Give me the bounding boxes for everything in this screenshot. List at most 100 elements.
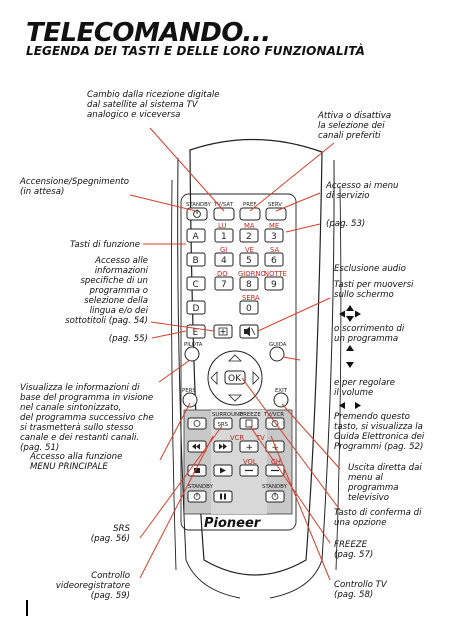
nav-left-icon — [210, 371, 218, 385]
caption-pag53: (pag. 53) — [326, 219, 366, 229]
svg-text:SRS: SRS — [218, 422, 229, 428]
pers-button[interactable] — [182, 392, 198, 408]
digit-6[interactable] — [264, 252, 284, 267]
serv-button[interactable] — [265, 207, 287, 221]
label-pers: PERS — [182, 388, 196, 394]
svg-text:1: 1 — [221, 232, 227, 242]
svg-text:5: 5 — [246, 256, 252, 266]
svg-text:E: E — [193, 328, 199, 338]
digit-caption-notte: NOTTE — [264, 270, 287, 278]
svg-text:7: 7 — [221, 280, 227, 290]
svg-text:OK: OK — [228, 374, 242, 384]
arrow-down-icon — [346, 316, 354, 322]
function-key-b[interactable] — [186, 252, 206, 267]
function-key-a[interactable] — [186, 228, 206, 243]
digit-0[interactable] — [239, 300, 259, 315]
svg-text:C: C — [193, 280, 199, 290]
label-tvsat: TV/SAT — [213, 202, 234, 208]
pilota-button[interactable] — [184, 346, 200, 362]
digit-caption-me: ME — [269, 222, 279, 230]
caption-freeze: FREEZE(pag. 57) — [334, 540, 374, 560]
digit-2[interactable] — [239, 228, 259, 243]
vcr-aux-button[interactable] — [187, 417, 207, 430]
function-key-c[interactable] — [186, 276, 206, 291]
svg-text:D: D — [193, 304, 200, 314]
digit-9[interactable] — [264, 276, 284, 291]
label-pilota: PILOTA — [184, 342, 203, 348]
function-key-d[interactable] — [186, 300, 206, 315]
digit-caption-do: DO — [217, 270, 228, 278]
nav-right-icon — [252, 371, 260, 385]
label-ch: CH — [271, 458, 281, 466]
label-vcr: VCR — [230, 434, 244, 442]
exit-button[interactable] — [273, 392, 289, 408]
page-marker — [26, 600, 28, 616]
digit-caption-sa: SA — [270, 246, 279, 254]
arrow-down-icon — [346, 362, 354, 368]
caption-tv: Controllo TV(pag. 58) — [334, 580, 387, 600]
label-standby-vcr: STANDBY — [188, 484, 214, 490]
label-guida: GUIDA — [269, 342, 287, 348]
digit-3[interactable] — [264, 228, 284, 243]
svg-text:0: 0 — [246, 304, 252, 314]
vol-up-button[interactable] — [239, 440, 259, 453]
digit-1[interactable] — [214, 228, 234, 243]
ok-button[interactable] — [224, 370, 246, 385]
tvsat-button[interactable] — [213, 207, 235, 221]
srs-button[interactable] — [213, 417, 233, 430]
caption-standby: Accensione/Spegnimento(in attesa) — [20, 177, 130, 197]
svg-text:A: A — [193, 232, 200, 242]
page-title: TELECOMANDO... — [26, 18, 271, 48]
label-surround: SURROUND — [212, 412, 243, 418]
svg-text:9: 9 — [271, 280, 277, 290]
digit-4[interactable] — [214, 252, 234, 267]
digit-caption-gi: GI — [220, 246, 227, 254]
arrow-right-icon — [355, 402, 361, 409]
tvvcr-button[interactable] — [265, 417, 285, 430]
digit-keypad: 1 2 3 4 5 6 7 8 9 0 — [214, 228, 284, 315]
pref-button[interactable] — [239, 207, 261, 221]
brand-logo: Pioneer — [204, 516, 262, 531]
svg-text:8: 8 — [246, 280, 252, 290]
digit-8[interactable] — [239, 276, 259, 291]
nav-up-icon — [228, 354, 242, 362]
arrow-right-icon — [355, 310, 361, 318]
function-keys: A B C D E — [186, 228, 206, 339]
arrow-icons — [339, 305, 361, 409]
digit-5[interactable] — [239, 252, 259, 267]
digit-7[interactable] — [214, 276, 234, 291]
svg-text:2: 2 — [246, 232, 252, 242]
digit-caption-sera: SERA — [242, 294, 260, 302]
page-subtitle: LEGENDA DEI TASTI E DELLE LORO FUNZIONAL… — [26, 44, 366, 58]
svg-text:3: 3 — [271, 232, 277, 242]
arrow-left-icon — [339, 310, 345, 318]
digit-caption-ve: VE — [245, 246, 254, 254]
label-standby: STANDBY — [186, 202, 212, 208]
caption-srs: SRS(pag. 56) — [90, 524, 130, 544]
caption-pag55: (pag. 55) — [108, 334, 148, 344]
label-tvvcr: TV/VCR — [263, 412, 284, 418]
label-vol: VOL — [243, 458, 257, 466]
label-serv: SERV — [268, 202, 282, 208]
label-freeze: FREEZE — [240, 412, 261, 418]
vcr-pause-button[interactable] — [213, 490, 233, 503]
svg-text:B: B — [193, 256, 199, 266]
caption-mute: Esclusione audio — [334, 264, 406, 274]
guida-button[interactable] — [269, 346, 285, 362]
svg-text:4: 4 — [221, 256, 227, 266]
freeze-button[interactable] — [239, 417, 259, 430]
nav-down-icon — [228, 394, 242, 402]
label-pref: PREF — [243, 202, 257, 208]
